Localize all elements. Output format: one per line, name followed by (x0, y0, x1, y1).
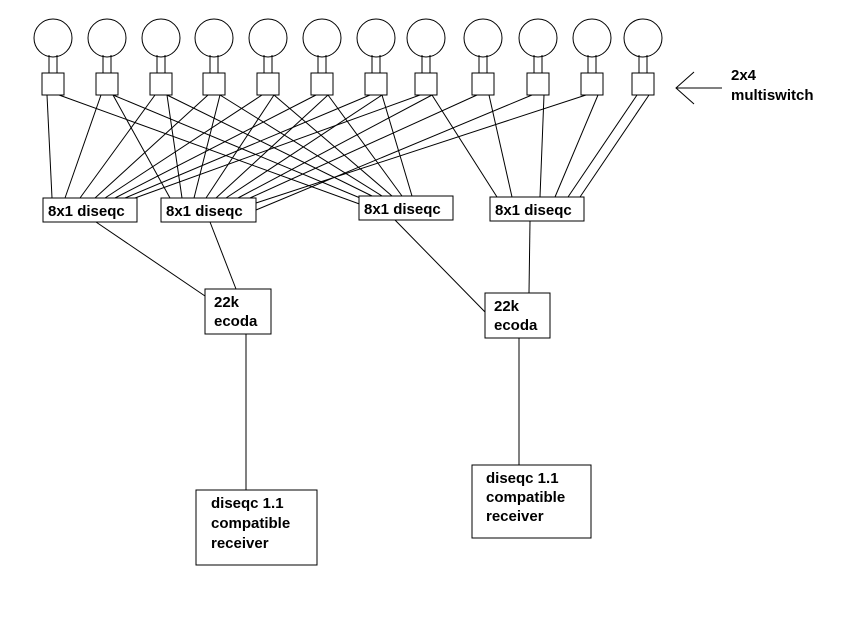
satellite-dish-icon (623, 18, 663, 58)
satellite-dish-icon (518, 18, 558, 58)
satellite-dish-icon (356, 18, 396, 58)
satellite-dish-icon (302, 18, 342, 58)
coax-wire (134, 94, 421, 199)
coax-wire (539, 94, 545, 198)
ecoda-label-line1: 22k (214, 294, 240, 311)
dish-8 (406, 18, 446, 96)
coax-wire (58, 94, 366, 207)
dish-9 (463, 18, 503, 96)
dish-2 (87, 18, 127, 96)
satellite-dish-icon (572, 18, 612, 58)
multiswitch-label-line1: 2x4 (731, 67, 757, 84)
multiswitch-box (364, 72, 388, 96)
dish-1 (33, 18, 73, 96)
dish-7 (356, 18, 396, 96)
multiswitch-box (256, 72, 280, 96)
multiswitch-box (526, 72, 550, 96)
diseqc-switch-label: 8x1 diseqc (166, 203, 243, 220)
coax-wire (225, 94, 383, 199)
multiswitch-box (149, 72, 173, 96)
dish-6 (302, 18, 342, 96)
coax-wire (79, 94, 156, 199)
diseqc-switch-1: 8x1 diseqc (42, 197, 138, 223)
ecoda-label-line2: ecoda (494, 317, 538, 334)
ecoda-box-1: 22k ecoda (204, 288, 272, 335)
multiswitch-box (631, 72, 655, 96)
receiver-box-1: diseqc 1.1 compatible receiver (195, 489, 318, 566)
receiver-label-line3: receiver (211, 535, 269, 552)
ecoda-label-line2: ecoda (214, 313, 258, 330)
dish-11 (572, 18, 612, 96)
wiring (46, 94, 650, 490)
coax-wire (327, 94, 403, 197)
coax-wire (46, 94, 53, 199)
multiswitch-box (41, 72, 65, 96)
diseqc-switch-label: 8x1 diseqc (48, 203, 125, 220)
receiver-label-line3: receiver (486, 508, 544, 525)
cable-line (528, 220, 531, 294)
satellite-dish-icon (406, 18, 446, 58)
coax-wire (273, 94, 393, 197)
coax-wire (554, 94, 599, 198)
coax-wire (255, 94, 587, 204)
coax-wire (237, 94, 433, 199)
dish-group (33, 18, 663, 96)
cable-line (95, 221, 206, 297)
coax-wire (112, 94, 366, 201)
coax-wire (205, 94, 275, 199)
coax-wire (94, 94, 209, 199)
multiswitch-box (310, 72, 334, 96)
satellite-dish-icon (87, 18, 127, 58)
ecoda-label-line1: 22k (494, 298, 520, 315)
coax-wire (431, 94, 498, 198)
dish-4 (194, 18, 234, 96)
dish-3 (141, 18, 181, 96)
coax-wire (219, 94, 383, 197)
coax-wire (104, 94, 263, 199)
multiswitch-label-line2: multiswitch (731, 87, 814, 104)
diseqc-switch-label: 8x1 diseqc (495, 202, 572, 219)
coax-wire (166, 94, 183, 199)
multiswitch-box (471, 72, 495, 96)
coax-wire (64, 94, 102, 199)
receiver-box-2: diseqc 1.1 compatible receiver (471, 464, 592, 539)
diseqc-switch-label: 8x1 diseqc (364, 201, 441, 218)
ecoda-box-2: 22k ecoda (484, 292, 551, 339)
dish-10 (518, 18, 558, 96)
dish-5 (248, 18, 288, 96)
multiswitch-box (580, 72, 604, 96)
multiswitch-box (414, 72, 438, 96)
satellite-dish-icon (463, 18, 503, 58)
coax-wire (112, 94, 171, 199)
coax-wire (381, 94, 413, 197)
arrow-head (675, 71, 695, 105)
multiswitch-box (95, 72, 119, 96)
multiswitch-box (202, 72, 226, 96)
coax-wire (166, 94, 373, 197)
coax-wire (249, 94, 478, 199)
coax-wire (567, 94, 638, 198)
satellite-dish-icon (33, 18, 73, 58)
receiver-label-line1: diseqc 1.1 (486, 470, 559, 487)
coax-wire (488, 94, 513, 198)
cable-line (394, 219, 488, 315)
diseqc-switch-2: 8x1 diseqc (160, 197, 257, 223)
receiver-label-line1: diseqc 1.1 (211, 495, 284, 512)
satellite-dish-icon (194, 18, 234, 58)
coax-wire (124, 94, 371, 199)
coax-wire (193, 94, 221, 199)
dish-12 (623, 18, 663, 96)
coax-wire (114, 94, 317, 199)
satellite-dish-icon (248, 18, 288, 58)
diseqc-switch-4: 8x1 diseqc (489, 196, 585, 222)
multiswitch-pointer: 2x4 multiswitch (675, 67, 814, 105)
diseqc-switch-3: 8x1 diseqc (358, 195, 454, 221)
receiver-label-line2: compatible (486, 489, 565, 506)
coax-wire (579, 94, 650, 198)
satellite-dish-icon (141, 18, 181, 58)
cable-line (209, 221, 237, 290)
receiver-label-line2: compatible (211, 515, 290, 532)
coax-wire (255, 94, 533, 211)
